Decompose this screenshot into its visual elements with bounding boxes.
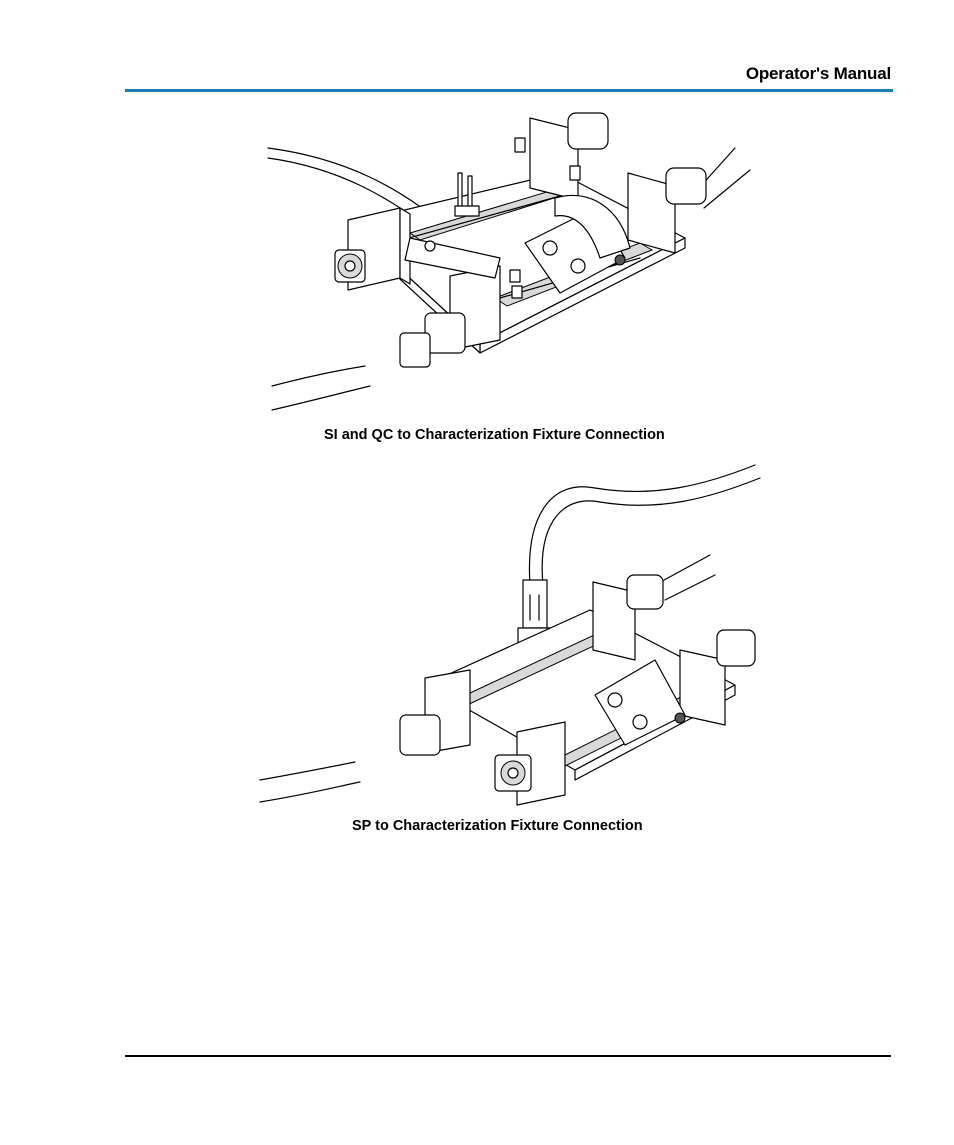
- header-title: Operator's Manual: [746, 64, 891, 84]
- figure-caption-si-qc: SI and QC to Characterization Fixture Co…: [324, 427, 665, 443]
- figure-caption-sp: SP to Characterization Fixture Connectio…: [352, 818, 643, 834]
- footer-rule: [125, 1055, 891, 1057]
- figure-si-qc-illustration: [260, 108, 760, 418]
- header-rule: [125, 89, 893, 92]
- figure-sp-illustration: [255, 460, 765, 810]
